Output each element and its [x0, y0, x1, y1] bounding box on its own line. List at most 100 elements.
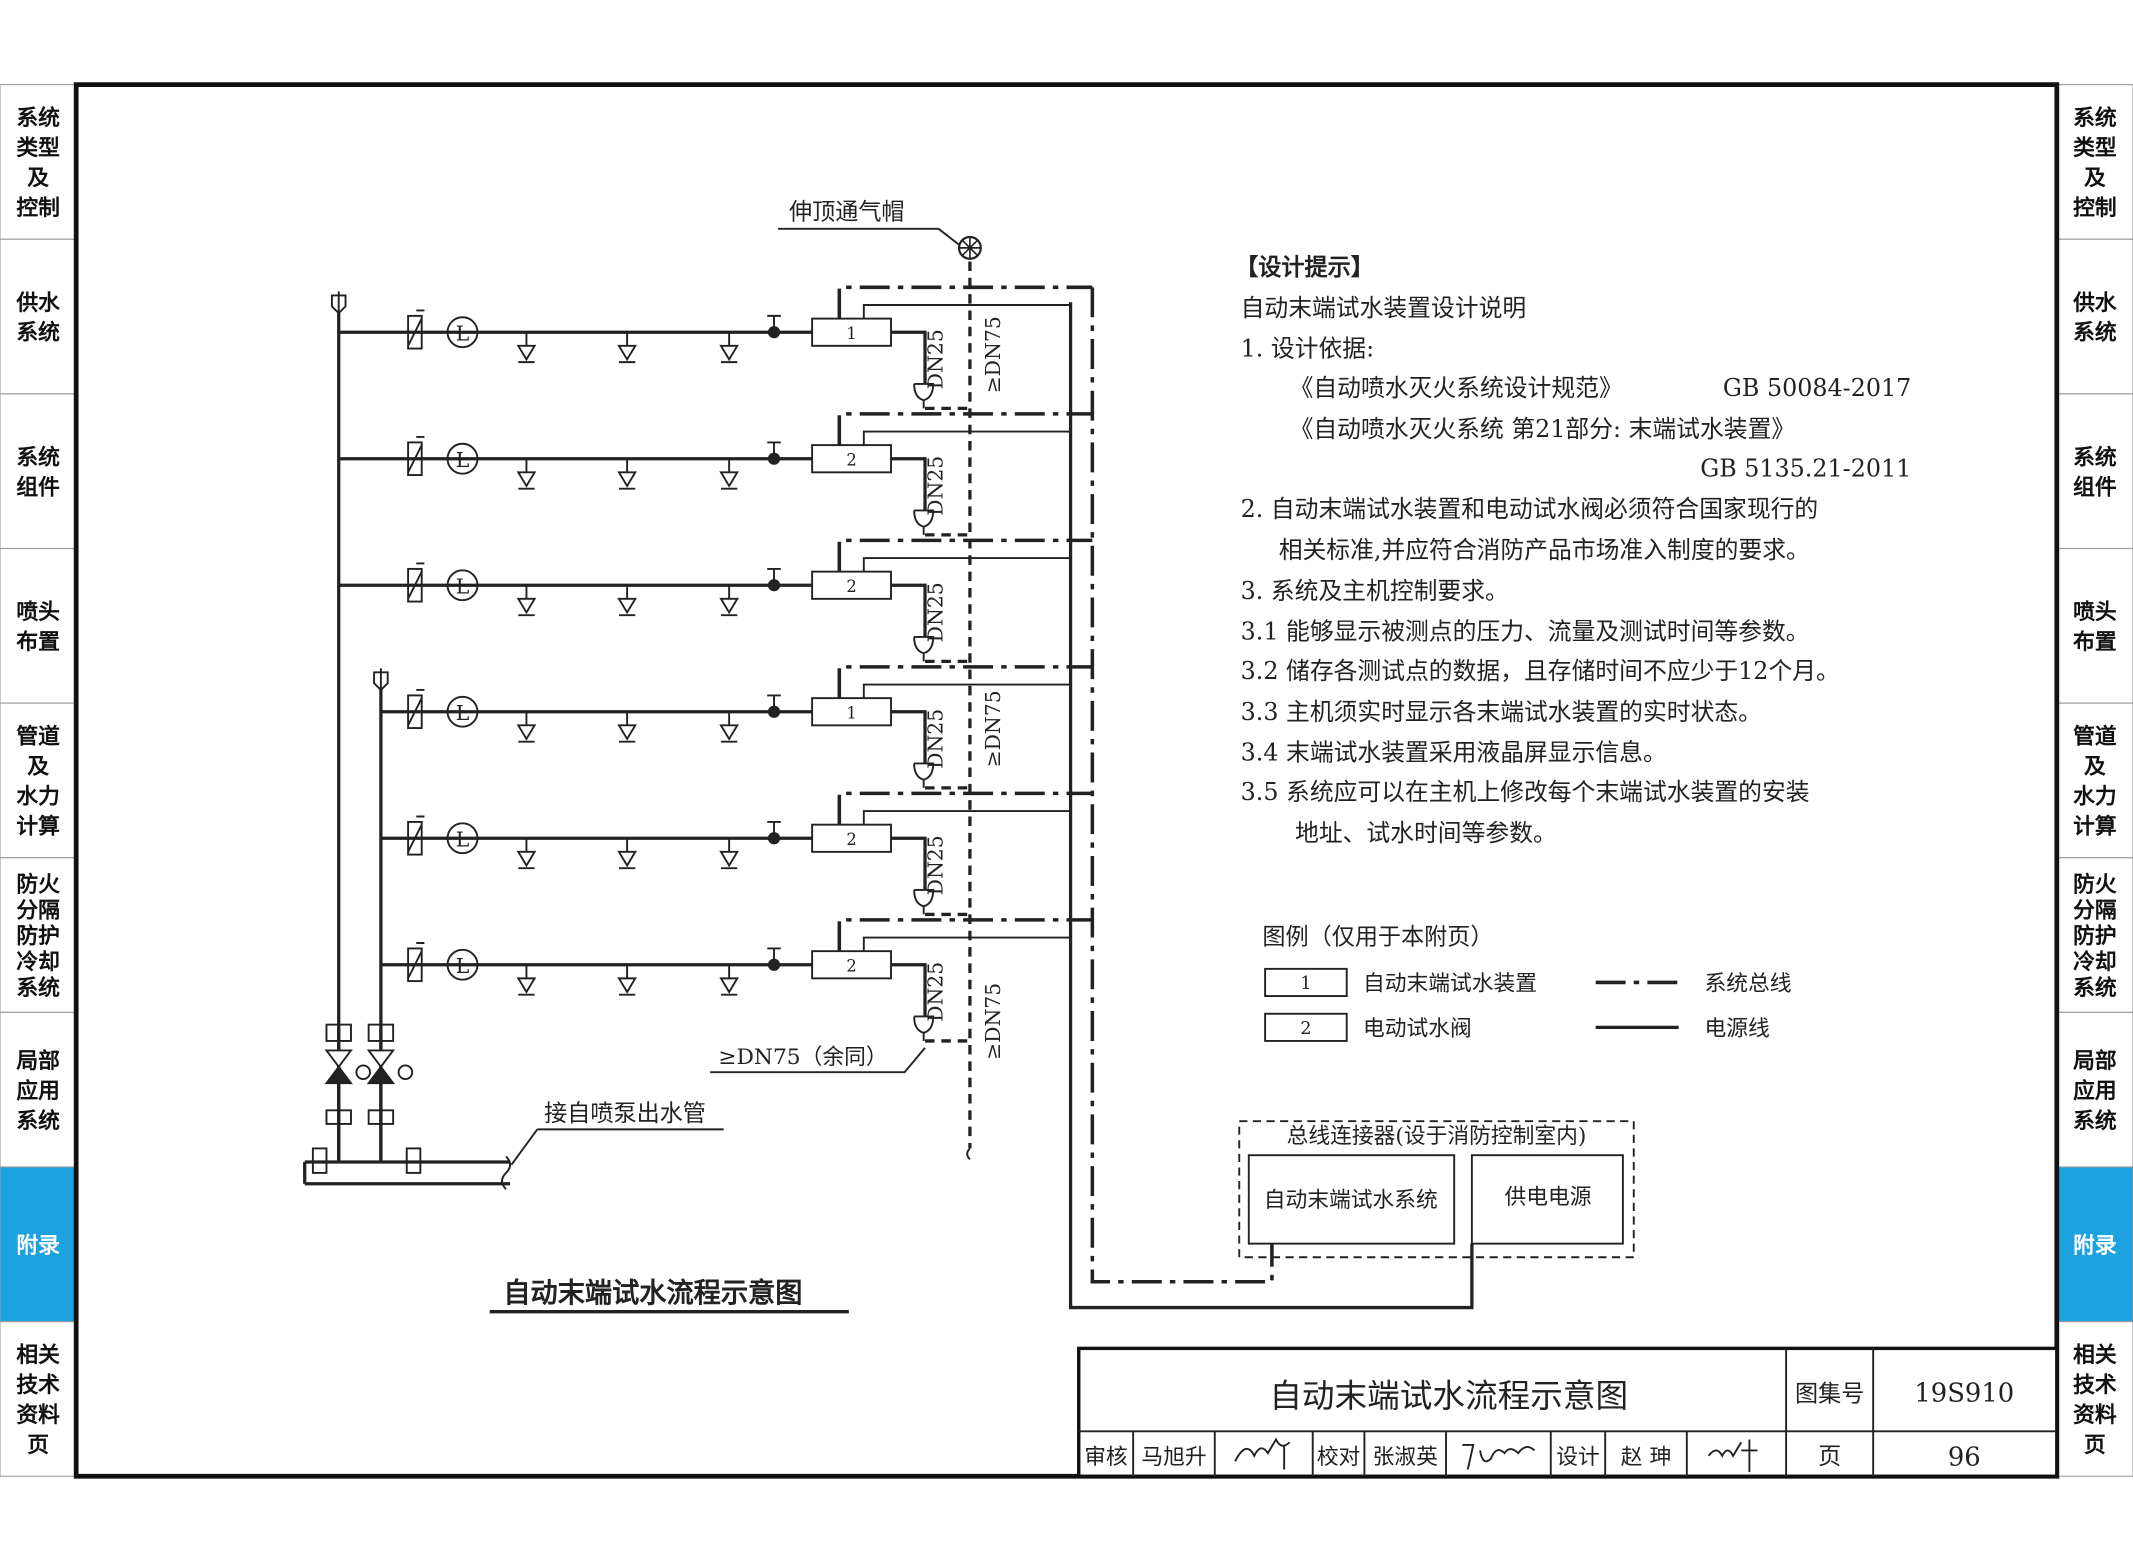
section-tab[interactable]: 附录: [0, 1166, 77, 1323]
legend-symbol-box: [1264, 1012, 1348, 1042]
drain-funnel-icon: [913, 635, 935, 662]
flow-switch-icon: [446, 948, 479, 981]
note-line: 3. 系统及主机控制要求。: [1241, 577, 1509, 605]
flow-switch-symbol: L: [456, 701, 470, 725]
sprinkler-icon: [719, 838, 739, 870]
drain-pipe: [891, 836, 927, 890]
test-valve-stem: [767, 694, 781, 712]
vent-cap-label: 伸顶通气帽: [789, 199, 905, 225]
drain-size-label: DN25: [924, 456, 948, 516]
diagram-title: 自动末端试水流程示意图: [503, 1277, 802, 1309]
legend-title: 图例（仅用于本附页）: [1262, 924, 1493, 950]
pump-valves: [303, 1023, 512, 1190]
legend-line-label: 系统总线: [1704, 972, 1791, 997]
signal-valve-stem: [407, 689, 425, 726]
page-label: 页: [1818, 1444, 1841, 1470]
section-tab-label: 分隔: [16, 898, 60, 923]
sprinkler-icon: [516, 838, 537, 870]
power-branch: [862, 430, 1071, 446]
flow-switch-symbol: L: [456, 954, 470, 978]
signal-valve-stem: [407, 309, 425, 347]
sprinkler-icon: [617, 585, 637, 617]
drain-pipe: [891, 330, 927, 384]
pump-outlet-label: 接自喷泵出水管: [544, 1101, 706, 1127]
terminal-device-label: 1: [846, 324, 856, 343]
signal-valve-icon: [407, 694, 423, 730]
section-tab-label: 系统: [2073, 975, 2117, 1001]
notes-heading: 【设计提示】: [1235, 254, 1374, 281]
section-tab-label: 水力: [16, 785, 60, 810]
section-tab-label: 及: [27, 755, 49, 780]
section-tab-label: 控制: [2073, 195, 2117, 221]
terminal-device-label: 2: [846, 830, 856, 849]
section-tab-label: 喷头: [16, 600, 60, 625]
title-block: 自动末端试水流程示意图 图集号 19S910 页 96 审核 马旭升 校对 张淑…: [1077, 1346, 2059, 1478]
note-line: GB 5135.21-2011: [1700, 454, 1911, 482]
sprinkler-icon: [516, 711, 537, 743]
section-tab[interactable]: 附录: [2056, 1166, 2133, 1323]
terminal-device-label: 1: [846, 704, 856, 723]
drain-pipe: [891, 710, 927, 764]
branch-row: L 1 DN25: [380, 665, 1093, 790]
legend-label: 电动试水阀: [1363, 1017, 1472, 1042]
sprinkler-icon: [719, 332, 739, 364]
flow-switch-icon: [446, 316, 479, 349]
sprinkler-icon: [719, 585, 739, 617]
test-valve-icon: [767, 705, 781, 718]
note-line: 地址、试水时间等参数。: [1295, 819, 1557, 847]
sprinkler-icon: [516, 332, 537, 364]
sprinkler-icon: [617, 838, 637, 870]
riser-size-label: ≥DN75: [981, 316, 1005, 393]
left-section-tabs: 系统类型及控制供水系统系统组件喷头布置管道及水力计算防火分隔防护冷却系统局部应用…: [0, 84, 77, 1477]
drain-size-label: DN25: [924, 582, 948, 642]
signal-valve-icon: [407, 820, 423, 856]
reviewer-name: 马旭升: [1141, 1445, 1206, 1470]
atlas-number: 19S910: [1914, 1378, 2014, 1408]
page-number: 96: [1948, 1442, 1981, 1472]
sprinkler-icon: [516, 585, 537, 617]
section-tab-label: 防护: [2073, 924, 2117, 949]
vent-cap-icon: [957, 235, 982, 260]
riser-note-label: ≥DN75（余同）: [718, 1045, 887, 1070]
section-tab-label: 喷头: [2073, 600, 2117, 625]
test-valve-stem: [767, 820, 781, 839]
design-label: 设计: [1556, 1445, 1600, 1470]
checker-name: 张淑英: [1373, 1445, 1439, 1470]
drain-size-label: DN25: [924, 709, 948, 769]
section-tab-label: 附录: [16, 1233, 60, 1258]
signal-valve-stem: [407, 562, 425, 600]
section-tab-label: 布置: [16, 629, 60, 655]
test-valve-stem: [767, 441, 781, 459]
drain-funnel-icon: [913, 382, 935, 409]
vent-cap-leader: [778, 227, 964, 249]
power-branch: [862, 810, 1071, 825]
note-line: 1. 设计依据:: [1241, 335, 1374, 363]
terminal-device-label: 2: [846, 577, 856, 596]
signal-valve-icon: [407, 947, 423, 983]
section-tab-label: 页: [27, 1433, 49, 1458]
note-line: 2. 自动末端试水装置和电动试水阀必须符合国家现行的: [1241, 495, 1819, 523]
section-tab-label: 技术: [16, 1373, 60, 1398]
designer-name: 赵 珅: [1621, 1445, 1671, 1470]
sheet-border: [73, 82, 2060, 1479]
power-line-trunk: [1068, 302, 1474, 1310]
